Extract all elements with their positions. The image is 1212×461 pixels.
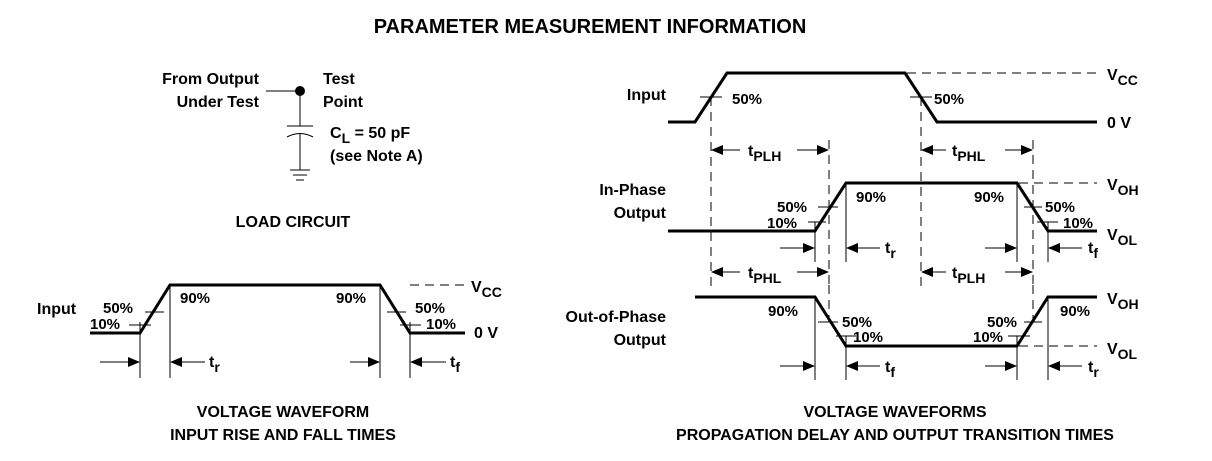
prop-vcc-label: VCC	[1107, 67, 1138, 88]
out-phase-label-2: Output	[614, 332, 667, 349]
oop-tf-label: tf	[885, 359, 895, 380]
ip-rise-50-label: 50%	[777, 199, 807, 216]
vol-label-1: VOL	[1107, 227, 1138, 248]
oop-tr-arrowhead-right	[1048, 361, 1060, 371]
ip-rise-90-label: 90%	[856, 189, 886, 206]
ip-tr-arrowhead-right	[846, 243, 858, 253]
tphl2-label: tPHL	[748, 265, 782, 286]
load-circuit-caption: LOAD CIRCUIT	[236, 214, 351, 231]
prop-zero-volt-label: 0 V	[1107, 115, 1131, 132]
ip-tf-arrowhead-right	[1048, 243, 1060, 253]
tphl1-arrowhead-right	[1021, 145, 1033, 155]
fall-90pct-label: 90%	[336, 290, 366, 307]
tf-label: tf	[450, 354, 460, 375]
fall-10pct-label: 10%	[426, 316, 456, 333]
tplh2-arrowhead-left	[921, 267, 933, 277]
voh-label-1: VOH	[1107, 177, 1139, 198]
ip-fall-50-label: 50%	[1045, 199, 1075, 216]
oop-tr-arrowhead-left	[1005, 361, 1017, 371]
ip-tr-label: tr	[885, 240, 896, 261]
tplh1-label: tPLH	[748, 143, 781, 164]
prop-caption-line-1: VOLTAGE WAVEFORMS	[803, 404, 986, 421]
tr-label: tr	[209, 354, 220, 375]
ip-tf-label: tf	[1088, 240, 1098, 261]
vol-label-2: VOL	[1107, 341, 1138, 362]
ip-rise-10-label: 10%	[767, 215, 797, 232]
vcc-label: VCC	[471, 279, 502, 300]
input-caption-line-1: VOLTAGE WAVEFORM	[197, 404, 369, 421]
from-output-label-2: Under Test	[177, 94, 260, 111]
input-label: Input	[37, 301, 77, 318]
prop-in-50-rise-label: 50%	[732, 91, 762, 108]
ip-tf-arrowhead-left	[1005, 243, 1017, 253]
oop-fall-90-label: 90%	[768, 303, 798, 320]
tplh1-arrowhead-right	[817, 145, 829, 155]
ip-fall-10-label: 10%	[1063, 215, 1093, 232]
propagation-delay-waveforms: Input 50% 50% VCC 0 V tPLH tPHL In-Phase…	[566, 67, 1139, 444]
oop-fall-10-label: 10%	[853, 329, 883, 346]
tphl2-arrowhead-right	[817, 267, 829, 277]
out-phase-label-1: Out-of-Phase	[566, 309, 667, 326]
oop-tr-label: tr	[1088, 359, 1099, 380]
input-waveform	[90, 283, 465, 335]
test-point-label-2: Point	[323, 94, 364, 111]
from-output-label-1: From Output	[162, 71, 260, 88]
prop-in-50-fall-label: 50%	[934, 91, 964, 108]
in-phase-label-2: Output	[614, 205, 667, 222]
input-caption-line-2: INPUT RISE AND FALL TIMES	[170, 427, 396, 444]
tphl2-arrowhead-left	[711, 267, 723, 277]
cl-label: CL = 50 pF	[330, 125, 410, 146]
page-title: PARAMETER MEASUREMENT INFORMATION	[374, 16, 807, 38]
tplh2-arrowhead-right	[1021, 267, 1033, 277]
rise-90pct-label: 90%	[180, 290, 210, 307]
rise-50pct-label: 50%	[103, 300, 133, 317]
tr-arrowhead-left	[128, 357, 140, 367]
oop-rise-90-label: 90%	[1060, 303, 1090, 320]
oop-tf-arrowhead-right	[846, 361, 858, 371]
tphl1-arrowhead-left	[921, 145, 933, 155]
test-point-label-1: Test	[323, 71, 355, 88]
ip-fall-90-label: 90%	[974, 189, 1004, 206]
zero-volt-label: 0 V	[474, 325, 498, 342]
in-phase-waveform	[668, 181, 1097, 233]
tf-arrowhead-right	[410, 357, 422, 367]
tf-arrowhead-left	[368, 357, 380, 367]
ip-tr-arrowhead-left	[803, 243, 815, 253]
tr-arrowhead-right	[170, 357, 182, 367]
tphl1-label: tPHL	[952, 143, 986, 164]
prop-input-waveform	[668, 71, 1097, 124]
fall-50pct-label: 50%	[415, 300, 445, 317]
rise-10pct-label: 10%	[90, 316, 120, 333]
oop-tf-arrowhead-left	[803, 361, 815, 371]
prop-caption-line-2: PROPAGATION DELAY AND OUTPUT TRANSITION …	[676, 427, 1114, 444]
prop-input-label: Input	[627, 87, 667, 104]
out-phase-waveform	[695, 295, 1097, 348]
oop-rise-10-label: 10%	[973, 329, 1003, 346]
tplh2-label: tPLH	[952, 265, 985, 286]
in-phase-label-1: In-Phase	[599, 182, 666, 199]
load-circuit: From Output Under Test Test Point CL = 5…	[162, 71, 423, 231]
tplh1-arrowhead-left	[711, 145, 723, 155]
input-rise-fall-waveform: Input 50% 10% 90% 90% 50% 10% VCC 0 V tr…	[37, 279, 502, 444]
capacitor-plate-bottom	[286, 133, 314, 138]
voh-label-2: VOH	[1107, 291, 1139, 312]
oop-fall-50-label: 50%	[842, 314, 872, 331]
see-note-label: (see Note A)	[330, 148, 423, 165]
oop-rise-50-label: 50%	[987, 314, 1017, 331]
